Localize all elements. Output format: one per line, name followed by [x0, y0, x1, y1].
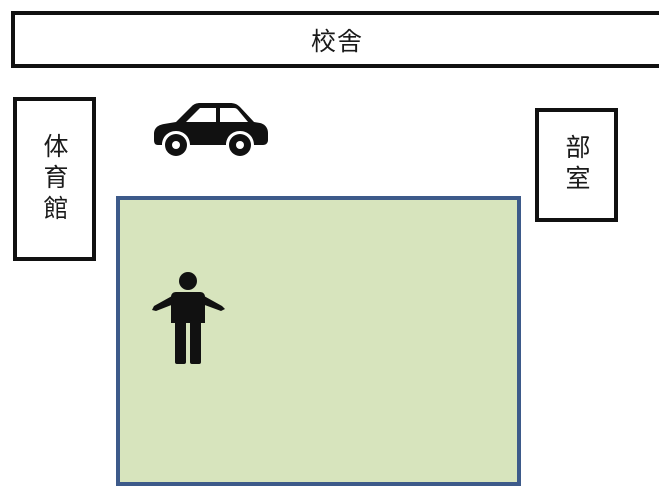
car-icon: [154, 103, 268, 156]
gymnasium-box: 体育館: [13, 97, 96, 261]
school-building-box: 校舎: [11, 11, 659, 68]
club-room-box: 部室: [535, 108, 618, 222]
school-building-label: 校舎: [310, 26, 363, 56]
club-room-label: 部室: [562, 134, 591, 196]
person-icon: [152, 272, 225, 364]
gymnasium-label: 体育館: [40, 132, 69, 226]
